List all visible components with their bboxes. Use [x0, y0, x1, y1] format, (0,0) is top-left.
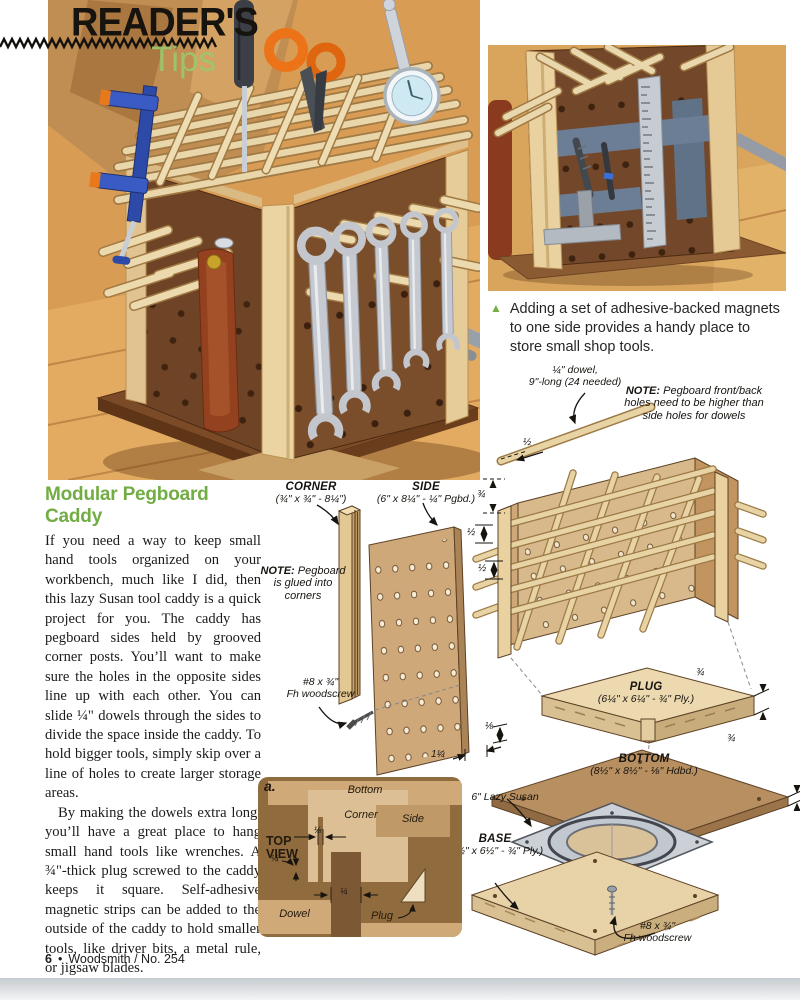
- bottom-gradient-band: [0, 978, 800, 1000]
- label-note-top: NOTE: Pegboard front/back holes need to …: [624, 385, 764, 422]
- caption-text: Adding a set of adhesive-backed magnets …: [509, 301, 780, 355]
- inset-label-plug: Plug: [370, 910, 394, 922]
- page-title: READER'S: [71, 1, 259, 45]
- page-subtitle: Tips: [151, 40, 216, 79]
- corner-post-art: [316, 504, 362, 705]
- caption-triangle-icon: ▲: [490, 301, 502, 315]
- main-photo-illustration: [47, 0, 493, 498]
- article-paragraph-1: If you need a way to keep small hand too…: [45, 533, 261, 802]
- loose-dowel: [496, 392, 656, 466]
- dim-plug-thickness: ¾: [696, 667, 705, 678]
- inset-label-corner: Corner: [344, 809, 378, 821]
- dim-half-top: ½: [523, 437, 532, 448]
- dim-bottom-offset: ¾: [727, 733, 736, 744]
- footer-bullet: •: [57, 952, 63, 966]
- inset-dim-quarter-side: ¼: [271, 853, 279, 863]
- inset-top-view-label: TOP VIEW: [266, 834, 298, 862]
- main-photo: [47, 0, 493, 498]
- label-screw-2: #8 x ¾" Fh woodscrew: [623, 920, 692, 944]
- base-art: [470, 823, 720, 956]
- label-plug: PLUG (6¼" x 6¼" - ¾" Ply.): [597, 681, 695, 705]
- photo-caption: ▲ Adding a set of adhesive-backed magnet…: [490, 300, 782, 357]
- screw-1-art: [318, 684, 461, 730]
- dim-one-quarter: 1¼: [431, 749, 445, 760]
- dimension-marks: [452, 450, 800, 812]
- inset-label-bottom: Bottom: [347, 784, 383, 796]
- dim-three-quarter: ¾: [477, 489, 486, 500]
- dim-half-b: ½: [478, 563, 487, 574]
- detail-a-inset: a. Bottom TOP VIEW Corner Side Dowel Plu…: [258, 777, 462, 937]
- label-side: SIDE (6" x 8¼" - ¼" Pgbd.): [376, 481, 476, 505]
- inset-label-dowel: Dowel: [279, 908, 310, 920]
- page-footer: 6 • Woodsmith / No. 254: [45, 952, 185, 966]
- article-paragraph-2: By making the dowels extra long, you’ll …: [45, 804, 261, 976]
- plug-art: [510, 621, 756, 744]
- label-screw-1: #8 x ¾" Fh woodscrew: [286, 676, 355, 700]
- inset-label-side: Side: [401, 813, 425, 825]
- caddy-assembly-art: [472, 457, 767, 659]
- inset-dim-eighth: ⅛: [314, 825, 322, 835]
- footer-issue: Woodsmith / No. 254: [68, 952, 185, 966]
- dim-eighth: ⅛: [485, 721, 494, 732]
- inset-art: [258, 781, 462, 937]
- diagram-art: [316, 392, 800, 956]
- label-bottom: BOTTOM (8½" x 8½" - ⅛" Hdbd.): [590, 753, 698, 777]
- label-dowel: ¼" dowel, 9"-long (24 needed): [528, 364, 622, 388]
- label-base: BASE (6½" x 6½" - ¾" Ply.): [446, 833, 544, 857]
- magnet-side-photo: [488, 42, 796, 291]
- dim-half-a: ½: [467, 527, 476, 538]
- article-column: Modular Pegboard Caddy If you need a way…: [45, 484, 261, 1000]
- article-heading: Modular Pegboard Caddy: [45, 484, 209, 527]
- side-photo-illustration: [488, 42, 796, 291]
- label-lazy-susan: 6" Lazy Susan: [471, 791, 539, 803]
- page-number: 6: [45, 952, 52, 966]
- label-note-glued: NOTE: Pegboard is glued into corners: [260, 565, 346, 602]
- side-panel-art: [368, 502, 470, 776]
- sawtooth-rule-icon: [0, 36, 218, 50]
- inset-tag: a.: [264, 778, 276, 794]
- exploded-diagram: ¼" dowel, 9"-long (24 needed) NOTE: Pegb…: [255, 355, 800, 975]
- inset-dim-quarter-bottom: ¼: [340, 886, 348, 896]
- label-corner: CORNER (¾" x ¾" - 8¼"): [275, 481, 347, 505]
